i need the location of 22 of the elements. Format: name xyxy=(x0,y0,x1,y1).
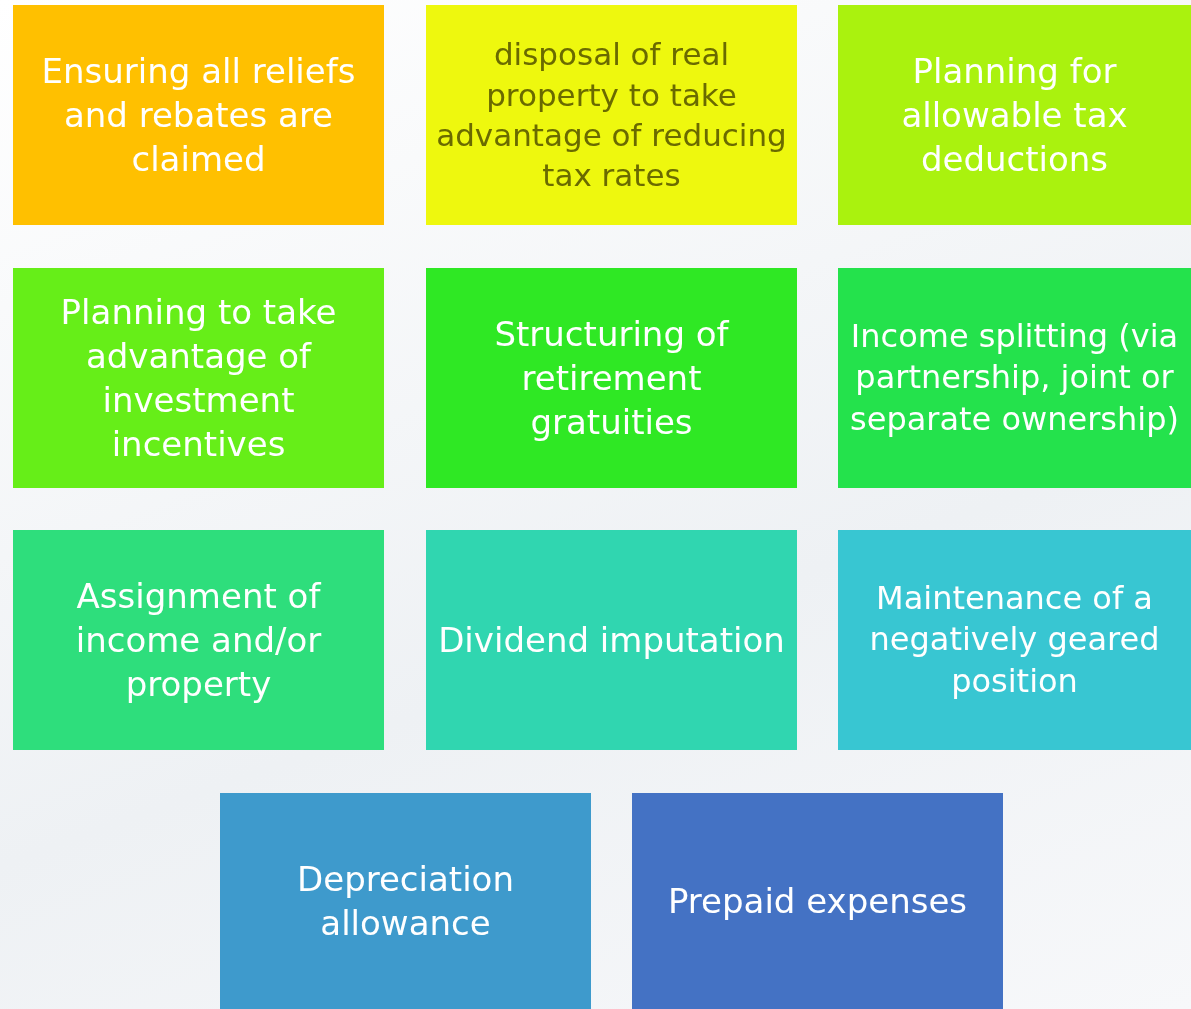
tile-label: Prepaid expenses xyxy=(667,879,968,923)
tile-label: Maintenance of a negatively geared position xyxy=(868,577,1161,702)
text-tile xyxy=(426,268,797,488)
tile-label: Ensuring all reliefs and rebates are claimed xyxy=(40,49,357,182)
text-tile xyxy=(13,268,384,488)
tile-label: disposal of real property to take advantage of reducing tax rates xyxy=(436,35,787,196)
tile-label: Depreciation allowance xyxy=(296,857,515,945)
text-tile xyxy=(838,5,1191,225)
tile-label: Planning for allowable tax deductions xyxy=(900,49,1129,182)
text-tile xyxy=(838,268,1191,488)
tile-label: Planning to take advantage of investment incentives xyxy=(59,290,338,467)
text-tile xyxy=(426,530,797,750)
tile-label: Assignment of income and/or property xyxy=(74,574,323,707)
text-tile xyxy=(838,530,1191,750)
text-tile xyxy=(426,5,797,225)
text-tile xyxy=(632,793,1003,1009)
tile-label: Structuring of retirement gratuities xyxy=(493,312,730,445)
text-tile xyxy=(13,5,384,225)
tile-label: Income splitting (via partnership, joint or separate ownership) xyxy=(849,315,1180,440)
tile-label: Dividend imputation xyxy=(438,618,785,662)
text-tile xyxy=(13,530,384,750)
text-tile xyxy=(220,793,591,1009)
